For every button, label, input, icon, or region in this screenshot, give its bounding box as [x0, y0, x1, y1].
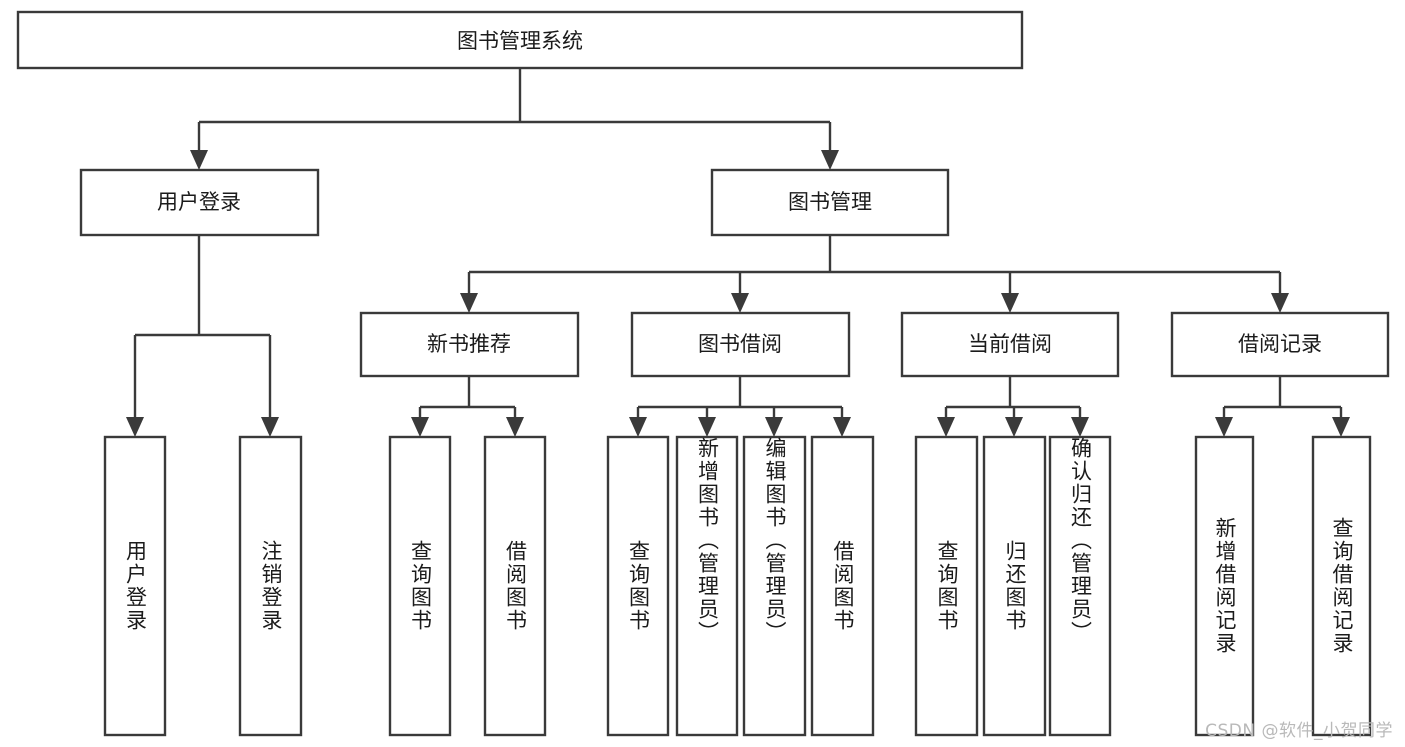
arrow-book-borrow-leaf-3	[765, 417, 783, 437]
leaf-confirm-return-box[interactable]	[1048, 435, 1112, 737]
node-new-book-rec-label: 新书推荐	[427, 332, 511, 356]
leaf-borrow-book-b-box[interactable]	[810, 435, 875, 737]
node-borrow-record[interactable]: 借阅记录	[1170, 311, 1390, 378]
arrow-user-login-leaf-1	[126, 417, 144, 437]
leaf-logout-box[interactable]	[238, 435, 303, 737]
arrow-book-manage-new-book-rec	[460, 293, 478, 313]
node-user-login-box[interactable]	[79, 168, 320, 237]
leaf-query-book-c-box[interactable]	[914, 435, 979, 737]
arrow-current-borrow-leaf-3	[1071, 417, 1089, 437]
node-current-borrow[interactable]: 当前借阅	[900, 311, 1120, 378]
node-current-borrow-box[interactable]	[900, 311, 1120, 378]
arrow-book-borrow-leaf-4	[833, 417, 851, 437]
leaf-return-book-box[interactable]	[982, 435, 1047, 737]
leaf-box-layer	[103, 435, 1372, 737]
node-user-login-label: 用户登录	[157, 190, 241, 214]
leaf-query-book-b-box[interactable]	[606, 435, 670, 737]
leaf-add-record-box[interactable]	[1194, 435, 1255, 737]
node-root-box[interactable]	[16, 10, 1024, 70]
node-borrow-record-label: 借阅记录	[1238, 332, 1322, 356]
arrow-book-borrow-leaf-2	[698, 417, 716, 437]
node-book-borrow-box[interactable]	[630, 311, 851, 378]
arrow-book-manage-current-borrow	[1001, 293, 1019, 313]
arrow-current-borrow-leaf-2	[1005, 417, 1023, 437]
arrow-root-to-user-login	[190, 150, 208, 170]
node-book-manage-label: 图书管理	[788, 190, 872, 214]
node-new-book-rec[interactable]: 新书推荐	[359, 311, 580, 378]
node-book-manage-box[interactable]	[710, 168, 950, 237]
arrow-book-borrow-leaf-1	[629, 417, 647, 437]
node-book-manage[interactable]: 图书管理	[710, 168, 950, 237]
node-borrow-record-box[interactable]	[1170, 311, 1390, 378]
leaf-borrow-book-rec-box[interactable]	[483, 435, 547, 737]
node-root-label: 图书管理系统	[457, 29, 583, 53]
node-new-book-rec-box[interactable]	[359, 311, 580, 378]
arrow-user-login-leaf-2	[261, 417, 279, 437]
leaf-edit-book-box[interactable]	[742, 435, 807, 737]
arrow-new-book-rec-leaf-1	[411, 417, 429, 437]
leaf-query-record-box[interactable]	[1311, 435, 1372, 737]
arrow-borrow-record-leaf-1	[1215, 417, 1233, 437]
arrow-book-manage-book-borrow	[731, 293, 749, 313]
node-root[interactable]: 图书管理系统	[16, 10, 1024, 70]
leaf-user-login-box[interactable]	[103, 435, 167, 737]
arrow-current-borrow-leaf-1	[937, 417, 955, 437]
node-book-borrow-label: 图书借阅	[698, 332, 782, 356]
watermark: CSDN @软件_小贺同学	[1205, 721, 1393, 741]
arrow-new-book-rec-leaf-2	[506, 417, 524, 437]
leaf-add-book-box[interactable]	[675, 435, 739, 737]
node-current-borrow-label: 当前借阅	[968, 332, 1052, 356]
leaf-query-book-rec-box[interactable]	[388, 435, 452, 737]
arrow-book-manage-borrow-record	[1271, 293, 1289, 313]
node-book-borrow[interactable]: 图书借阅	[630, 311, 851, 378]
node-user-login[interactable]: 用户登录	[79, 168, 320, 237]
arrow-root-to-book-manage	[821, 150, 839, 170]
connector-layer	[126, 68, 1350, 437]
arrow-borrow-record-leaf-2	[1332, 417, 1350, 437]
